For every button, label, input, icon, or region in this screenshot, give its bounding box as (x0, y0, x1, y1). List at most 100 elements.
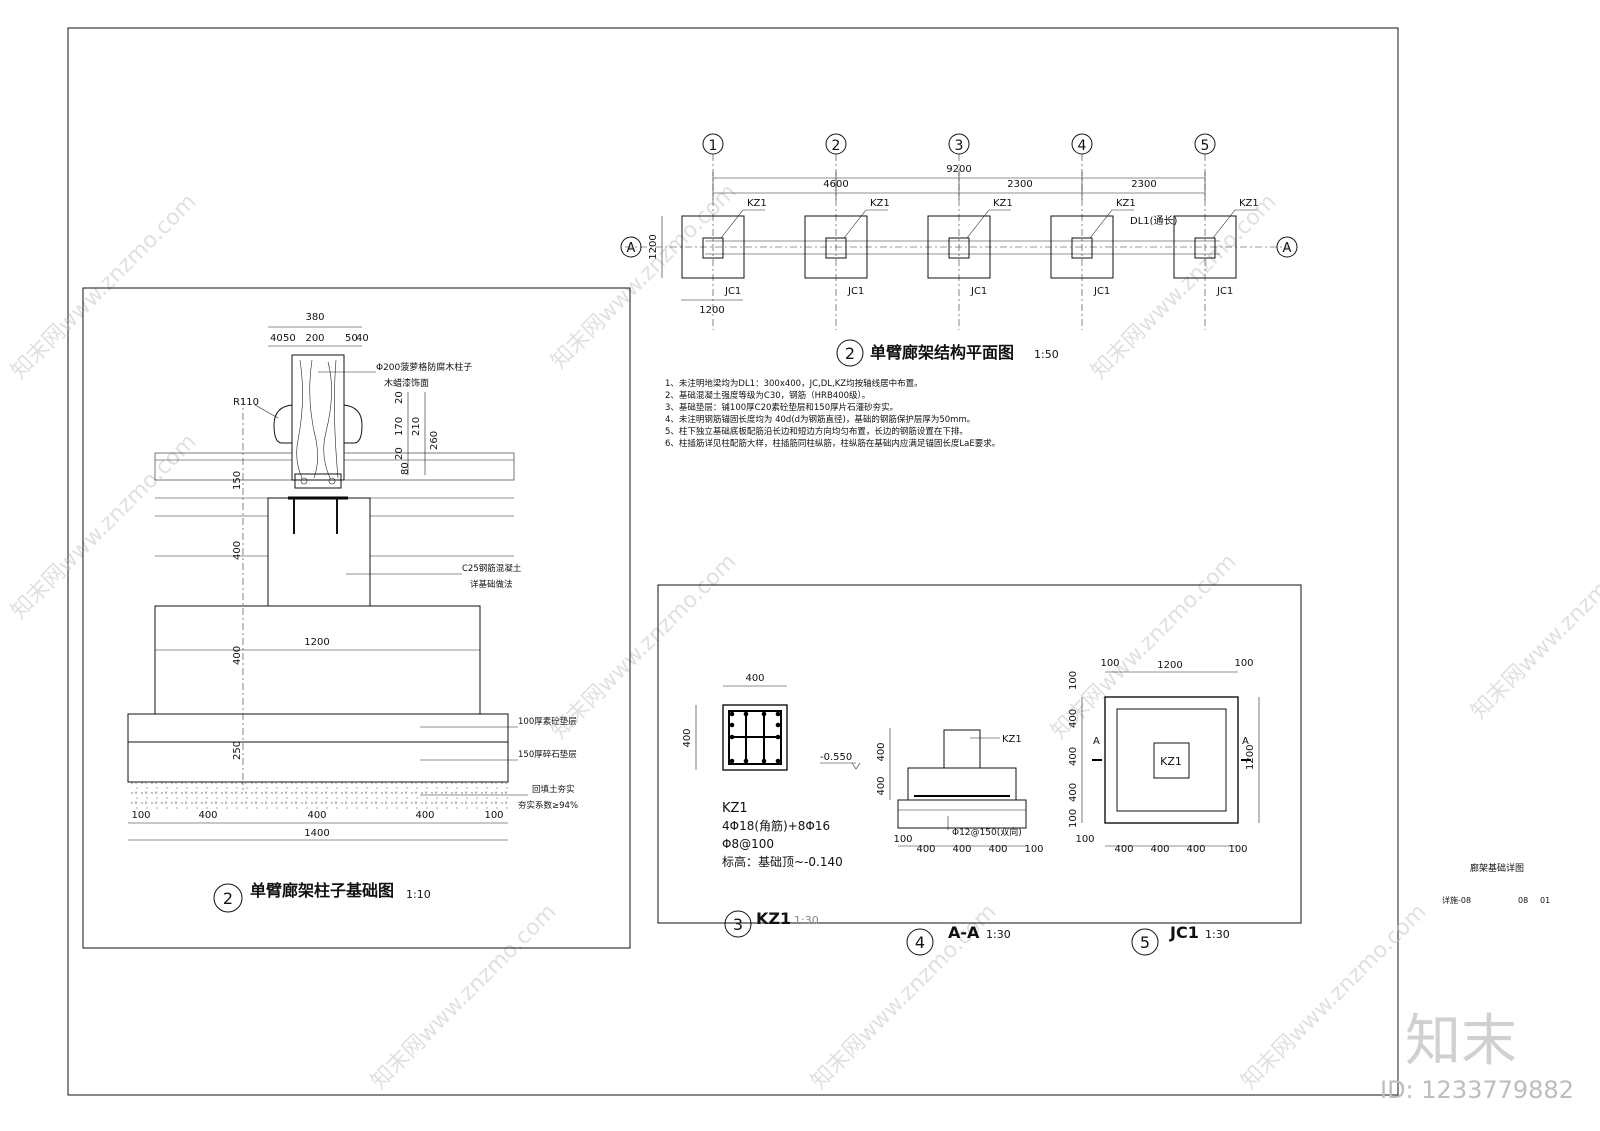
column-kz1 (825, 237, 847, 259)
row-bubble-left (620, 236, 642, 258)
svg-text:Φ200菠萝格防腐木柱子: Φ200菠萝格防腐木柱子 (376, 361, 472, 373)
svg-text:回填土夯实: 回填土夯实 (532, 784, 575, 795)
svg-text:廊架基础详图: 廊架基础详图 (1470, 862, 1524, 874)
footing-jc1 (804, 215, 868, 279)
jc1-title: JC1 (1169, 923, 1199, 942)
svg-text:40: 40 (356, 333, 369, 344)
plan-dim-total: 9200 (946, 164, 971, 175)
svg-text:400: 400 (1068, 783, 1079, 802)
rebar-dot (775, 711, 781, 717)
svg-text:400: 400 (307, 810, 326, 821)
svg-text:Φ8@100: Φ8@100 (722, 837, 774, 851)
footing-jc1 (681, 215, 745, 279)
svg-text:100厚素砼垫层: 100厚素砼垫层 (518, 716, 577, 727)
svg-text:100: 100 (1068, 671, 1079, 690)
svg-text:KZ1: KZ1 (1160, 755, 1182, 768)
svg-text:6、柱插筋详见柱配筋大样，柱插筋同柱纵筋，柱纵筋在基础内应满: 6、柱插筋详见柱配筋大样，柱插筋同柱纵筋，柱纵筋在基础内应满足锚固长度LaE要求… (665, 438, 1000, 449)
svg-text:2: 2 (223, 889, 233, 908)
axis-label: 3 (955, 138, 964, 154)
svg-text:4、未注明钢筋锚固长度均为 40d(d为钢筋直径)，基础的钢: 4、未注明钢筋锚固长度均为 40d(d为钢筋直径)，基础的钢筋保护层厚为50mm… (665, 414, 975, 425)
svg-text:5、柱下独立基础底板配筋沿长边和短边方向均匀布置，长边的钢筋: 5、柱下独立基础底板配筋沿长边和短边方向均匀布置，长边的钢筋设置在下排。 (665, 426, 968, 437)
rebar-dot (729, 722, 735, 728)
svg-text:100: 100 (1234, 658, 1253, 669)
section-title: 单臂廊架柱子基础图 (250, 881, 394, 900)
svg-text:80: 80 (400, 462, 411, 475)
svg-text:100: 100 (1024, 844, 1043, 855)
svg-text:100: 100 (893, 834, 912, 845)
rebar-dot (729, 711, 735, 717)
svg-text:20: 20 (394, 447, 405, 460)
jc1-detail: 100 1200 100 KZ1 A A 100 400 400 400 100… (1068, 658, 1260, 956)
svg-text:KZ1: KZ1 (722, 801, 748, 816)
footing-tag: JC1 (1093, 286, 1110, 297)
svg-text:知末网www.znzmo.com: 知末网www.znzmo.com (1467, 529, 1600, 724)
svg-text:4Φ18(角筋)+8Φ16: 4Φ18(角筋)+8Φ16 (722, 818, 830, 833)
rebar-dot (761, 758, 767, 764)
plan-beam-tag: DL1(通长) (1130, 215, 1178, 227)
plan-notes: 1、未注明地梁均为DL1：300x400，JC,DL,KZ均按轴线居中布置。 2… (665, 378, 1000, 449)
detail-frame (657, 584, 1302, 924)
rebar-dot (775, 722, 781, 728)
svg-text:150: 150 (232, 471, 243, 490)
svg-text:400: 400 (198, 810, 217, 821)
section-scale: 1:10 (406, 888, 431, 901)
svg-text:知末网www.znzmo.com: 知末网www.znzmo.com (547, 549, 742, 744)
plan-title: 单臂廊架结构平面图 (870, 343, 1014, 362)
column-kz1 (1194, 237, 1216, 259)
svg-text:1:30: 1:30 (986, 928, 1011, 941)
svg-text:-0.550: -0.550 (820, 752, 852, 763)
svg-text:2: 2 (845, 344, 855, 363)
svg-text:100: 100 (1075, 834, 1094, 845)
svg-text:知末网www.znzmo.com: 知末网www.znzmo.com (7, 429, 202, 624)
svg-text:380: 380 (305, 312, 324, 323)
svg-text:3: 3 (733, 915, 743, 934)
svg-text:知末网www.znzmo.com: 知末网www.znzmo.com (547, 179, 742, 374)
svg-text:100: 100 (131, 810, 150, 821)
svg-text:3、基础垫层：铺100厚C20素砼垫层和150厚片石灌砂夯实: 3、基础垫层：铺100厚C20素砼垫层和150厚片石灌砂夯实。 (665, 402, 898, 413)
svg-text:400: 400 (988, 844, 1007, 855)
kz1-title: KZ1 (756, 909, 791, 928)
svg-text:150厚碎石垫层: 150厚碎石垫层 (518, 749, 577, 760)
svg-text:400: 400 (1068, 709, 1079, 728)
svg-text:100: 100 (484, 810, 503, 821)
svg-text:2、基础混凝土强度等级为C30，钢筋（HRB400级）。: 2、基础混凝土强度等级为C30，钢筋（HRB400级）。 (665, 390, 870, 401)
svg-text:1200: 1200 (304, 637, 329, 648)
svg-text:1:30: 1:30 (1205, 928, 1230, 941)
rebar-dot (775, 758, 781, 764)
svg-text:400: 400 (682, 728, 693, 747)
column-tag: KZ1 (870, 198, 890, 209)
svg-text:400: 400 (1150, 844, 1169, 855)
svg-text:400: 400 (1186, 844, 1205, 855)
plan-dim-seg: 4600 (823, 179, 848, 190)
svg-text:KZ1: KZ1 (1002, 734, 1022, 745)
svg-text:1、未注明地梁均为DL1：300x400，JC,DL,KZ均: 1、未注明地梁均为DL1：300x400，JC,DL,KZ均按轴线居中布置。 (665, 378, 923, 389)
footing-jc1 (1173, 215, 1237, 279)
footing-tag: JC1 (1216, 286, 1233, 297)
pedestal (267, 497, 371, 607)
svg-text:170: 170 (394, 417, 405, 436)
footing (154, 605, 481, 715)
svg-text:200: 200 (305, 333, 324, 344)
svg-text:400: 400 (1068, 747, 1079, 766)
svg-text:400: 400 (745, 673, 764, 684)
svg-text:夯实系数≥94%: 夯实系数≥94% (518, 800, 578, 811)
svg-text:A: A (1242, 736, 1249, 747)
svg-text:250: 250 (232, 741, 243, 760)
svg-text:08: 08 (1518, 896, 1528, 905)
column-kz1 (702, 237, 724, 259)
svg-text:01: 01 (1540, 896, 1550, 905)
svg-text:详基础做法: 详基础做法 (470, 579, 513, 590)
svg-text:1200: 1200 (1157, 660, 1182, 671)
column-tag: KZ1 (993, 198, 1013, 209)
plan-dim-seg: 2300 (1007, 179, 1032, 190)
svg-text:400: 400 (876, 742, 887, 761)
rebar-dot (743, 711, 749, 717)
footing-jc1 (1050, 215, 1114, 279)
svg-text:260: 260 (429, 431, 440, 450)
rebar-dot (729, 758, 735, 764)
svg-text:400: 400 (916, 844, 935, 855)
watermark-group: 知末网www.znzmo.com 知末网www.znzmo.com 知末网www… (7, 179, 1600, 1094)
axis-label: 2 (832, 138, 841, 154)
aa-detail: -0.550 400 400 KZ1 Φ12@150(双向) 100 400 4… (820, 728, 1044, 956)
svg-text:1400: 1400 (304, 828, 329, 839)
